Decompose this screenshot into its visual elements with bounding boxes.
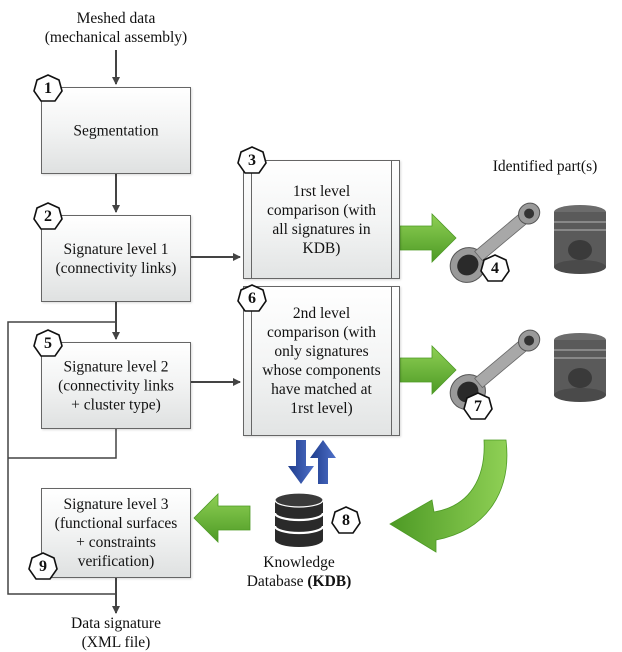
- step-badge-7-num: 7: [474, 398, 482, 415]
- step-badge-5-num: 5: [44, 335, 52, 352]
- heptagon-icon: [463, 392, 493, 420]
- identified-parts-title: Identified part(s): [492, 158, 598, 175]
- database-icon: [273, 492, 325, 547]
- connecting-rod-icon-bottom: [449, 329, 541, 410]
- heptagon-icon: [331, 506, 361, 534]
- step-badge-8-num: 8: [342, 512, 350, 529]
- step-badge-2-num: 2: [44, 208, 52, 225]
- green-arrow-top: [399, 213, 457, 263]
- signature-level-2-label: Signature level 2 (connectivity links + …: [42, 357, 190, 414]
- step-badge-2: 2: [33, 202, 63, 232]
- segmentation-box: Segmentation: [41, 87, 191, 174]
- step-badge-4-num: 4: [491, 260, 499, 277]
- step-badge-8: 8: [331, 506, 361, 536]
- sig2-line2: (connectivity links: [58, 377, 174, 394]
- signature-level-1-label: Signature level 1 (connectivity links): [42, 240, 190, 278]
- input-line2: (mechanical assembly): [44, 29, 188, 46]
- signature-level-2-box: Signature level 2 (connectivity links + …: [41, 342, 191, 429]
- step-badge-6-num: 6: [248, 290, 256, 307]
- kdb-line1: Knowledge: [263, 554, 335, 571]
- comparison-2-left-bar: [251, 287, 252, 435]
- comparison-1-left-bar: [251, 161, 252, 278]
- output-label: Data signature (XML file): [20, 614, 212, 652]
- cmp1-line3: all signatures in: [272, 220, 371, 238]
- cmp1-line1: 1rst level: [292, 182, 351, 200]
- kdb-label: Knowledge Database (KDB): [229, 553, 369, 591]
- cmp2-line3: only signatures: [274, 343, 369, 360]
- kdb-line2-prefix: Database: [246, 573, 308, 590]
- step-badge-1: 1: [33, 74, 63, 104]
- comparison-2-right-bar: [391, 287, 392, 435]
- comparison-level-1-box: 1rst level comparison (with all signatur…: [243, 160, 400, 279]
- step-badge-5: 5: [33, 329, 63, 359]
- input-label: Meshed data (mechanical assembly): [20, 9, 212, 47]
- heptagon-icon: [480, 254, 510, 282]
- cmp2-line1: 2nd level: [292, 305, 351, 322]
- blue-arrow-up: [310, 440, 336, 484]
- sig3-line4: verification): [77, 553, 155, 570]
- green-arrow-middle: [399, 345, 457, 395]
- step-badge-7: 7: [463, 392, 493, 422]
- heptagon-icon: [33, 202, 63, 230]
- sig3-line3: + constraints: [76, 534, 156, 551]
- step-badge-6: 6: [237, 284, 267, 314]
- output-line1: Data signature: [71, 615, 161, 632]
- green-arrow-curved: [389, 439, 508, 553]
- signature-level-1-box: Signature level 1 (connectivity links): [41, 215, 191, 302]
- step-badge-4: 4: [480, 254, 510, 284]
- cmp2-line2: comparison (with: [267, 324, 376, 341]
- connecting-rod-icon-top: [449, 202, 541, 283]
- heptagon-icon: [33, 329, 63, 357]
- green-arrow-left: [193, 493, 251, 543]
- step-badge-9: 9: [28, 552, 58, 582]
- step-badge-3-num: 3: [248, 152, 256, 169]
- output-line2: (XML file): [81, 634, 151, 651]
- loop-line-inner: [8, 428, 117, 459]
- step-badge-3: 3: [237, 146, 267, 176]
- step-badge-9-num: 9: [39, 558, 47, 575]
- sig3-line1: Signature level 3: [63, 496, 169, 513]
- comparison-level-2-box: 2nd level comparison (with only signatur…: [243, 286, 400, 436]
- kdb-line2-bold: (KDB): [307, 573, 352, 590]
- input-line1: Meshed data: [76, 10, 156, 27]
- sig3-line2: (functional surfaces: [54, 515, 178, 532]
- sig1-line1: Signature level 1: [63, 240, 169, 258]
- cmp2-line4: whose components: [262, 362, 381, 379]
- heptagon-icon: [33, 74, 63, 102]
- heptagon-icon: [237, 146, 267, 174]
- piston-icon-top: [554, 205, 606, 274]
- comparison-level-2-label: 2nd level comparison (with only signatur…: [256, 304, 387, 418]
- comparison-level-1-label: 1rst level comparison (with all signatur…: [256, 182, 387, 258]
- signature-level-3-box: Signature level 3 (functional surfaces +…: [41, 488, 191, 578]
- piston-icon-bottom: [554, 333, 606, 402]
- heptagon-icon: [28, 552, 58, 580]
- cmp1-line4: KDB): [302, 239, 341, 257]
- signature-level-3-label: Signature level 3 (functional surfaces +…: [42, 495, 190, 571]
- step-badge-1-num: 1: [44, 80, 52, 97]
- sig1-line2: (connectivity links): [55, 259, 177, 277]
- blue-arrow-down: [288, 440, 314, 484]
- sig2-line1: Signature level 2: [63, 358, 169, 375]
- sig2-line3: + cluster type): [71, 396, 161, 413]
- cmp2-line6: 1rst level): [290, 400, 353, 417]
- comparison-1-right-bar: [391, 161, 392, 278]
- heptagon-icon: [237, 284, 267, 312]
- cmp2-line5: have matched at: [271, 381, 372, 398]
- segmentation-label: Segmentation: [73, 122, 159, 139]
- cmp1-line2: comparison (with: [267, 201, 376, 219]
- kdb-line2: Database (KDB): [229, 572, 369, 591]
